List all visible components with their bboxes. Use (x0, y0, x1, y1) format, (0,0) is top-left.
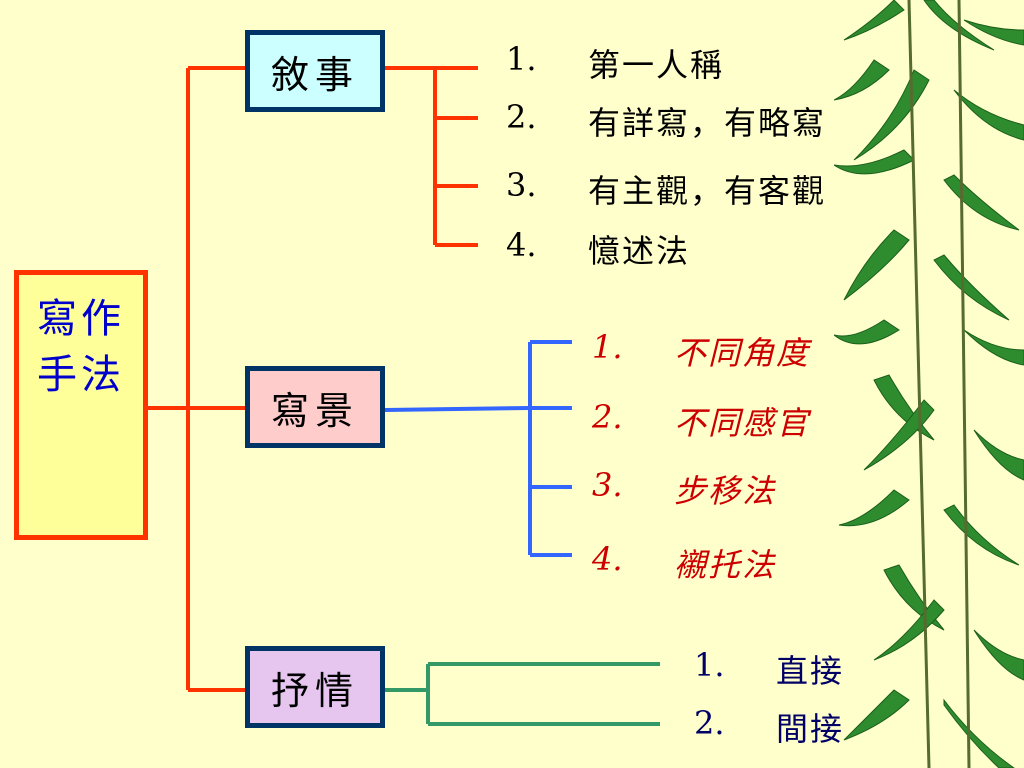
narrative-item-2: 2. 有詳寫，有略寫 (506, 98, 866, 142)
item-text: 間接 (776, 710, 845, 748)
root-label-line2: 手法 (37, 352, 125, 398)
category-lyrical: 抒情 (245, 646, 385, 728)
item-number: 1. (592, 328, 623, 366)
item-text: 憶述法 (588, 232, 691, 270)
narrative-item-1: 1. 第一人稱 (506, 40, 866, 84)
item-number: 4. (592, 540, 623, 578)
category-narrative: 敘事 (245, 30, 385, 112)
item-text: 直接 (776, 652, 845, 690)
item-number: 2. (592, 398, 623, 436)
item-number: 4. (506, 226, 537, 264)
root-label-line1: 寫作 (37, 296, 125, 342)
category-lyrical-label: 抒情 (270, 668, 359, 713)
item-text: 不同角度 (674, 334, 811, 372)
item-text: 步移法 (674, 472, 777, 510)
item-number: 3. (506, 166, 537, 204)
category-scenery-label: 寫景 (270, 388, 359, 433)
item-text: 有主觀，有客觀 (588, 172, 827, 210)
item-number: 2. (506, 98, 537, 136)
item-number: 2. (694, 704, 725, 742)
lyrical-item-2: 2. 間接 (694, 704, 894, 748)
lyrical-item-1: 1. 直接 (694, 646, 894, 690)
category-scenery: 寫景 (245, 366, 385, 448)
scenery-item-2: 2. 不同感官 (592, 398, 852, 442)
item-text: 襯托法 (674, 546, 777, 584)
narrative-item-4: 4. 憶述法 (506, 226, 866, 270)
narrative-item-3: 3. 有主觀，有客觀 (506, 166, 866, 210)
item-number: 1. (506, 40, 537, 78)
scenery-item-4: 4. 襯托法 (592, 540, 852, 584)
item-text: 不同感官 (674, 404, 811, 442)
item-number: 3. (592, 466, 623, 504)
item-text: 有詳寫，有略寫 (588, 104, 827, 142)
scenery-item-3: 3. 步移法 (592, 466, 852, 510)
item-text: 第一人稱 (588, 46, 725, 84)
item-number: 1. (694, 646, 725, 684)
category-narrative-label: 敘事 (270, 52, 359, 97)
bamboo-decoration (834, 0, 1024, 768)
root-box-writing-techniques: 寫作 手法 (14, 270, 148, 540)
scenery-item-1: 1. 不同角度 (592, 328, 852, 372)
